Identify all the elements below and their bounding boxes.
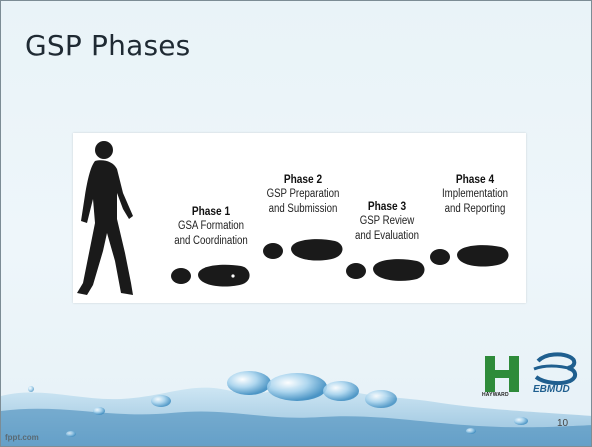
phase-description-line: GSA Formation (177, 220, 245, 232)
phases-illustration (77, 141, 509, 295)
phase-description-line: and Evaluation (355, 230, 419, 242)
slide-number: 10 (557, 418, 569, 429)
footprint-icon (346, 259, 425, 281)
footer-watermark: fppt.com (5, 433, 39, 442)
footprint-icon (430, 245, 509, 267)
hayward-logo-text: HAYWARD (482, 392, 509, 398)
phase-description-line: and Submission (268, 203, 338, 215)
phase-description-line: GSP Preparation (266, 188, 340, 200)
phase-title: Phase 3 (367, 201, 407, 213)
footprint-icon (171, 264, 250, 287)
phases-figure: Phase 1 GSA Formation and Coordination P… (73, 133, 526, 303)
phase-description-line: and Reporting (444, 203, 506, 215)
footprint-icon (263, 239, 343, 261)
phase-title: Phase 4 (455, 174, 495, 186)
phase-title: Phase 2 (283, 174, 323, 186)
ebmud-logo (533, 352, 577, 385)
phase-description-line: and Coordination (174, 235, 248, 247)
phase-1-label: Phase 1 GSA Formation and Coordination (161, 205, 261, 249)
slide-title: GSP Phases (25, 29, 191, 62)
phase-4-label: Phase 4 Implementation and Reporting (425, 173, 525, 217)
phase-description-line: GSP Review (359, 215, 415, 227)
walking-person-icon (77, 141, 133, 295)
phase-description-line: Implementation (441, 188, 509, 200)
water-splash-decoration (1, 371, 591, 446)
ebmud-logo-text: EBMUD (533, 384, 570, 395)
phase-2-label: Phase 2 GSP Preparation and Submission (253, 173, 353, 217)
hayward-logo (485, 356, 519, 392)
phase-title: Phase 1 (191, 206, 231, 218)
phase-3-label: Phase 3 GSP Review and Evaluation (339, 200, 435, 244)
